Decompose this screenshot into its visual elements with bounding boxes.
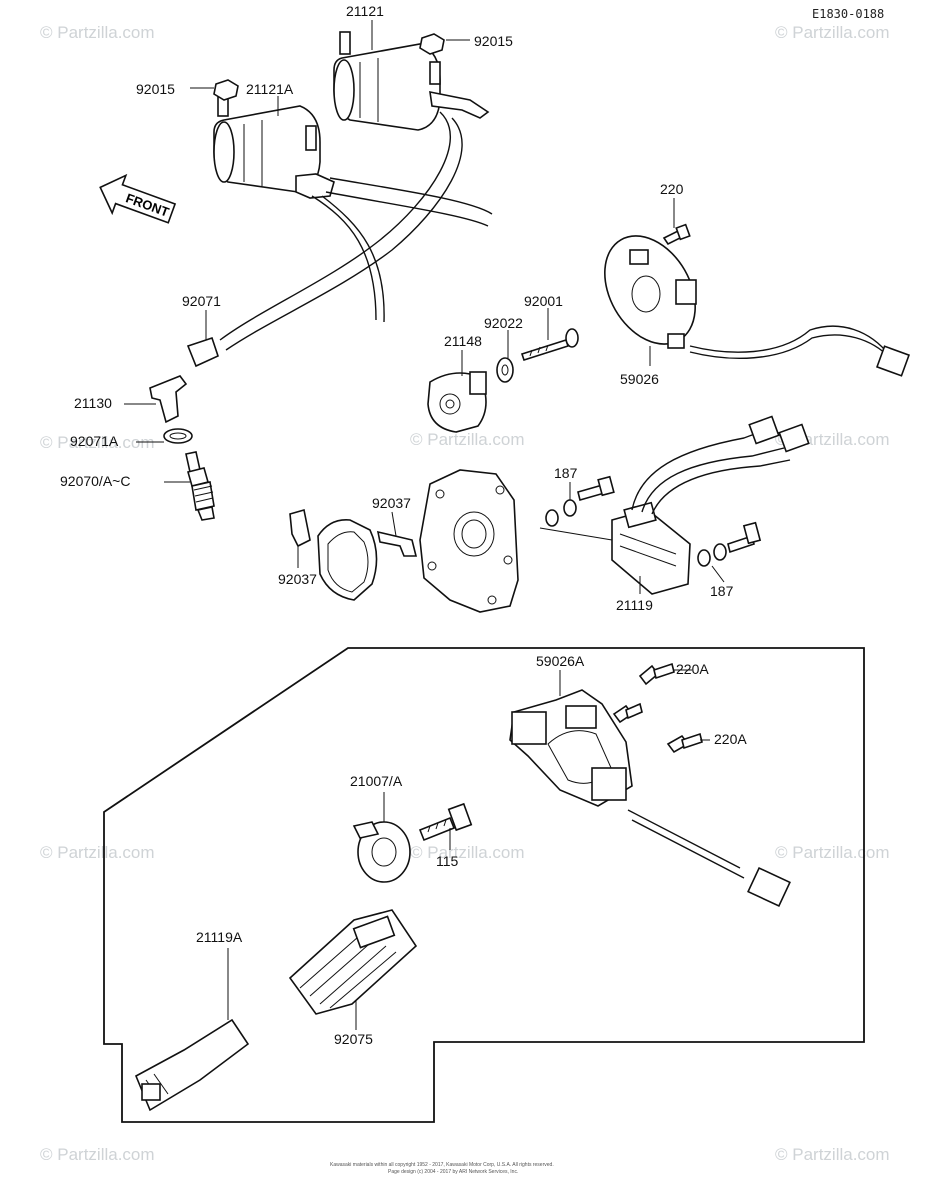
callout-92070[interactable]: 92070/A~C — [60, 473, 130, 489]
plug-lead — [225, 117, 463, 351]
watermark: © Partzilla.com — [40, 433, 155, 452]
callout-187-top[interactable]: 187 — [554, 465, 578, 481]
callout-92001[interactable]: 92001 — [524, 293, 563, 309]
callout-59026[interactable]: 59026 — [620, 371, 659, 387]
callout-21148[interactable]: 21148 — [444, 333, 482, 349]
callout-220A-mid[interactable]: 220A — [714, 731, 747, 747]
callout-21121[interactable]: 21121 — [346, 3, 384, 19]
plug-cap-21130[interactable] — [149, 375, 188, 424]
plug-lead — [219, 111, 451, 341]
plug-lead — [321, 195, 385, 323]
pickup-coil-59026A[interactable] — [509, 689, 633, 807]
igniter-connector[interactable] — [748, 415, 810, 453]
callout-92037-bottom[interactable]: 92037 — [278, 571, 317, 587]
watermark: © Partzilla.com — [775, 23, 890, 42]
igniter-harness — [651, 459, 791, 515]
spark-plug-92070[interactable] — [185, 451, 215, 521]
inset-frame — [103, 647, 865, 1123]
callout-220[interactable]: 220 — [660, 181, 684, 197]
bolt-187-top[interactable] — [545, 475, 615, 527]
pickup-plate-59026[interactable] — [586, 220, 713, 360]
washer-92022[interactable] — [496, 357, 514, 383]
callout-21121A[interactable]: 21121A — [246, 81, 294, 97]
copyright-line-2: Page design (c) 2004 - 2017 by ARI Netwo… — [388, 1169, 518, 1175]
seal-92071A[interactable] — [163, 428, 193, 444]
gasket[interactable] — [317, 519, 378, 601]
timing-rotor-21148[interactable] — [427, 371, 487, 433]
watermark: © Partzilla.com — [410, 430, 525, 449]
callout-92015-right[interactable]: 92015 — [474, 33, 513, 49]
clamp-92037-right[interactable] — [376, 530, 418, 557]
plug-lead — [311, 195, 377, 321]
bolt-220A-second[interactable] — [612, 702, 643, 724]
plug-cap-cover-92071[interactable] — [186, 336, 219, 368]
callout-92071[interactable]: 92071 — [182, 293, 221, 309]
igniter-harness — [631, 431, 761, 511]
watermark: © Partzilla.com — [775, 1145, 890, 1164]
pickup-harness — [689, 334, 893, 361]
ignition-coil-21121[interactable] — [333, 31, 490, 131]
watermark: © Partzilla.com — [40, 23, 155, 42]
watermark: © Partzilla.com — [40, 843, 155, 862]
clamp-92037-left[interactable] — [289, 508, 311, 548]
inset-connector[interactable] — [747, 866, 791, 908]
bolt-220A-top[interactable] — [638, 662, 675, 686]
watermark-layer: © Partzilla.com © Partzilla.com © Partzi… — [40, 23, 890, 1164]
bolt-220[interactable] — [662, 223, 691, 246]
nut-92015-right[interactable] — [419, 33, 445, 55]
callout-21007A[interactable]: 21007/A — [350, 773, 403, 789]
diagram-code: E1830-0188 — [812, 7, 884, 21]
igniter-21119[interactable] — [611, 501, 691, 595]
callout-220A-top[interactable]: 220A — [676, 661, 709, 677]
copyright-line-1: Kawasaki materials within all copyright … — [330, 1162, 554, 1168]
inset-harness — [627, 809, 741, 869]
callout-92075[interactable]: 92075 — [334, 1031, 373, 1047]
igniter-harness — [641, 447, 785, 513]
nut-92015-left[interactable] — [213, 79, 239, 101]
pickup-connector[interactable] — [875, 345, 911, 377]
plug-lead — [329, 177, 493, 215]
callout-21130[interactable]: 21130 — [74, 395, 112, 411]
callout-21119[interactable]: 21119 — [616, 597, 653, 613]
callout-187-right[interactable]: 187 — [710, 583, 734, 599]
callout-92071A[interactable]: 92071A — [70, 433, 119, 449]
watermark: © Partzilla.com — [775, 843, 890, 862]
callout-115[interactable]: 115 — [436, 853, 459, 869]
pickup-harness — [689, 325, 891, 357]
callout-92022[interactable]: 92022 — [484, 315, 523, 331]
timing-rotor-21007A[interactable] — [352, 821, 411, 883]
bolt-92001[interactable] — [520, 328, 579, 362]
igniter-case-92075[interactable] — [288, 909, 418, 1015]
callout-21119A[interactable]: 21119A — [196, 929, 243, 945]
plug-lead — [325, 191, 489, 227]
watermark: © Partzilla.com — [410, 843, 525, 862]
bolt-115[interactable] — [418, 802, 473, 842]
leader-lines — [124, 20, 725, 1030]
ignition-coil-21121A[interactable] — [213, 95, 335, 199]
igniter-21119A[interactable] — [134, 1018, 250, 1112]
front-arrow: FRONT — [99, 173, 177, 224]
callout-92037-top[interactable]: 92037 — [372, 495, 411, 511]
inset-harness — [631, 819, 745, 879]
bolt-220A-mid[interactable] — [666, 732, 703, 754]
callout-59026A[interactable]: 59026A — [536, 653, 585, 669]
pickup-cover[interactable] — [419, 469, 519, 613]
callout-labels: 21121 92015 92015 21121A 220 92071 92001… — [60, 3, 747, 1047]
watermark: © Partzilla.com — [40, 1145, 155, 1164]
callout-92015-left[interactable]: 92015 — [136, 81, 175, 97]
bolt-187-right[interactable] — [697, 521, 762, 567]
